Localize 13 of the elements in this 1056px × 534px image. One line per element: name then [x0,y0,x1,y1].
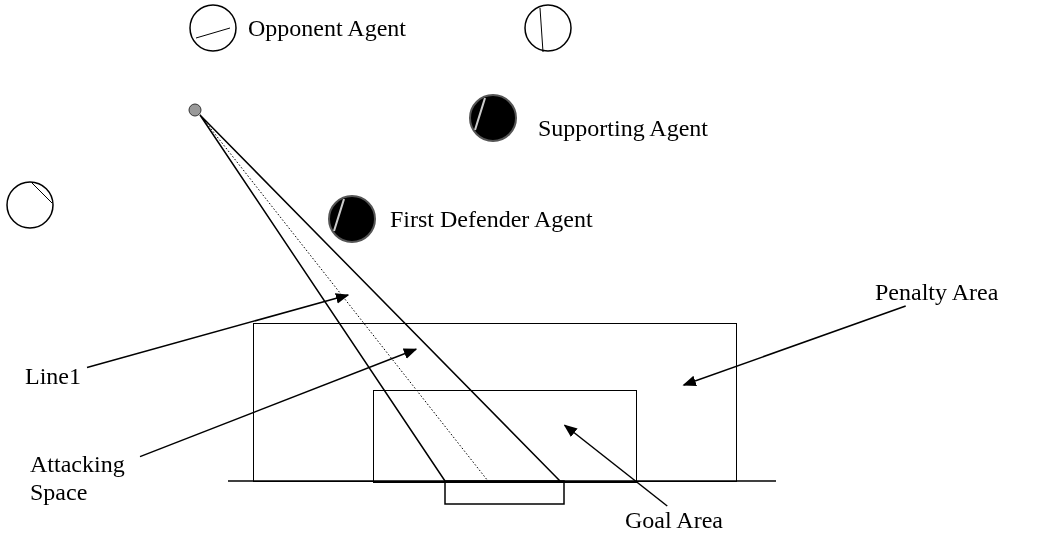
area-label: Penalty Area [875,278,1000,306]
agent-label: Opponent Agent [248,14,406,42]
agent-label: First Defender Agent [390,205,593,233]
leader-arrow [86,293,350,369]
leader-arrow [682,305,907,386]
penalty-area-box [253,323,737,482]
goal-area-box [373,390,637,483]
area-label: Attacking Space [30,450,126,506]
leader-arrow [139,348,418,458]
area-label: Goal Area [625,506,724,534]
line-label: Line1 [25,362,82,390]
leader-arrow [563,424,668,507]
agent-label: Supporting Agent [538,114,708,142]
